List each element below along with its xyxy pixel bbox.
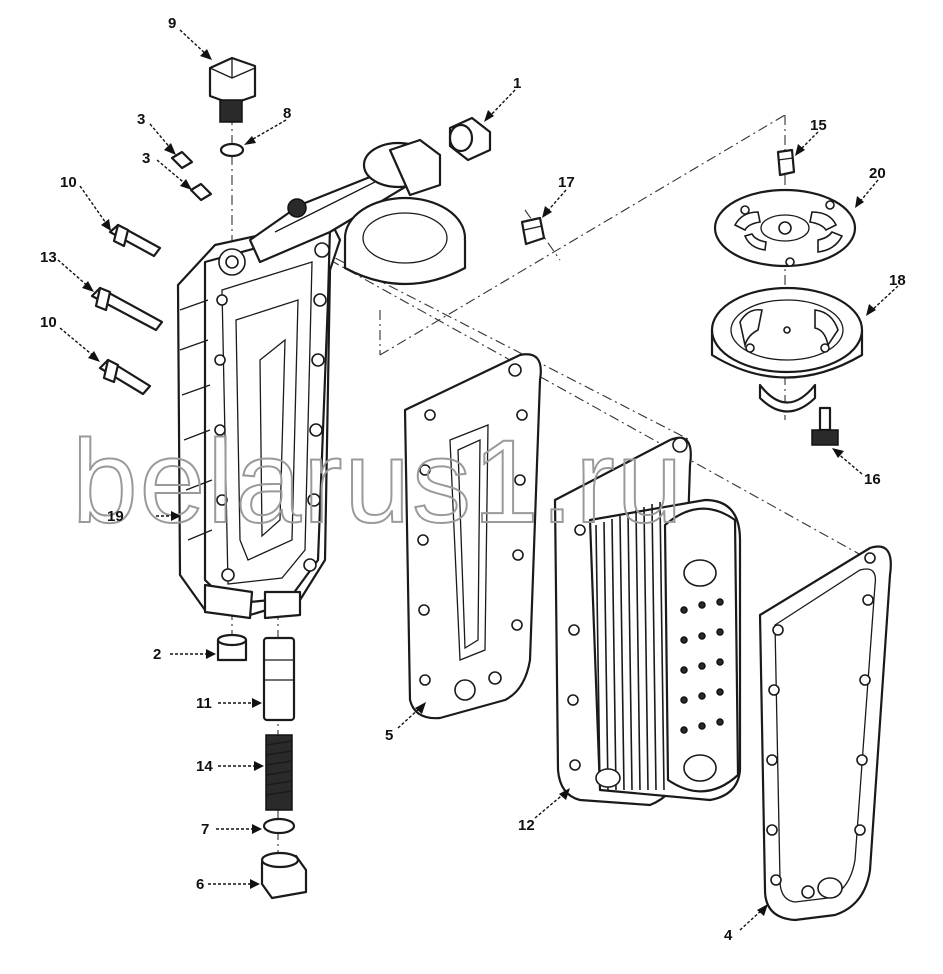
callout-15: 15 bbox=[810, 117, 827, 134]
gasket-part-5 bbox=[403, 353, 542, 720]
callout-3a: 3 bbox=[137, 111, 145, 128]
plug-nut-part-6 bbox=[260, 851, 308, 900]
callout-7: 7 bbox=[201, 821, 209, 838]
plug-part-3b bbox=[189, 182, 213, 202]
callout-labels: 9 1 3 8 3 10 17 13 15 20 18 10 16 19 2 1… bbox=[40, 15, 906, 944]
cooler-fins bbox=[595, 501, 665, 791]
plug-part-3a bbox=[170, 150, 194, 170]
callout-leaders bbox=[57, 29, 899, 931]
stud-part-10a bbox=[108, 223, 162, 258]
bolt-part-9 bbox=[208, 56, 257, 123]
callout-11: 11 bbox=[196, 695, 212, 712]
callout-16: 16 bbox=[864, 471, 881, 488]
bolt-part-16 bbox=[811, 406, 839, 446]
callout-2: 2 bbox=[153, 646, 161, 663]
ring-part-7 bbox=[262, 817, 296, 835]
filter-mount-arm bbox=[248, 138, 467, 286]
screw-part-15 bbox=[776, 148, 796, 177]
o-ring-part-8 bbox=[219, 142, 245, 158]
fitting-part-17 bbox=[520, 216, 546, 246]
callout-12: 12 bbox=[518, 817, 535, 834]
callout-20: 20 bbox=[869, 165, 886, 182]
gasket-part-4 bbox=[758, 545, 892, 922]
callout-6: 6 bbox=[196, 876, 204, 893]
callout-19: 19 bbox=[107, 508, 124, 525]
callout-5: 5 bbox=[385, 727, 393, 744]
valve-part-11 bbox=[262, 636, 296, 722]
callout-10b: 10 bbox=[40, 314, 57, 331]
callout-13: 13 bbox=[40, 249, 57, 266]
sleeve-part-1 bbox=[448, 116, 492, 162]
callout-1: 1 bbox=[513, 75, 521, 92]
housing-part-19 bbox=[176, 218, 342, 620]
core-holes bbox=[680, 598, 724, 734]
plate-part-20 bbox=[713, 188, 857, 268]
valve-body-part-18 bbox=[710, 286, 864, 413]
callout-14: 14 bbox=[196, 758, 213, 775]
cooler-core-part-12 bbox=[553, 436, 742, 807]
spring-part-14 bbox=[265, 734, 293, 811]
stud-part-10b bbox=[98, 358, 152, 396]
callout-8: 8 bbox=[283, 105, 291, 122]
callout-3b: 3 bbox=[142, 150, 150, 167]
callout-10a: 10 bbox=[60, 174, 77, 191]
callout-4: 4 bbox=[724, 927, 733, 944]
stud-part-13 bbox=[90, 286, 164, 332]
callout-17: 17 bbox=[558, 174, 575, 191]
callout-9: 9 bbox=[168, 15, 176, 32]
callout-18: 18 bbox=[889, 272, 906, 289]
watermark-text: belarus1.ru bbox=[72, 416, 684, 548]
plug-part-2 bbox=[216, 633, 248, 662]
